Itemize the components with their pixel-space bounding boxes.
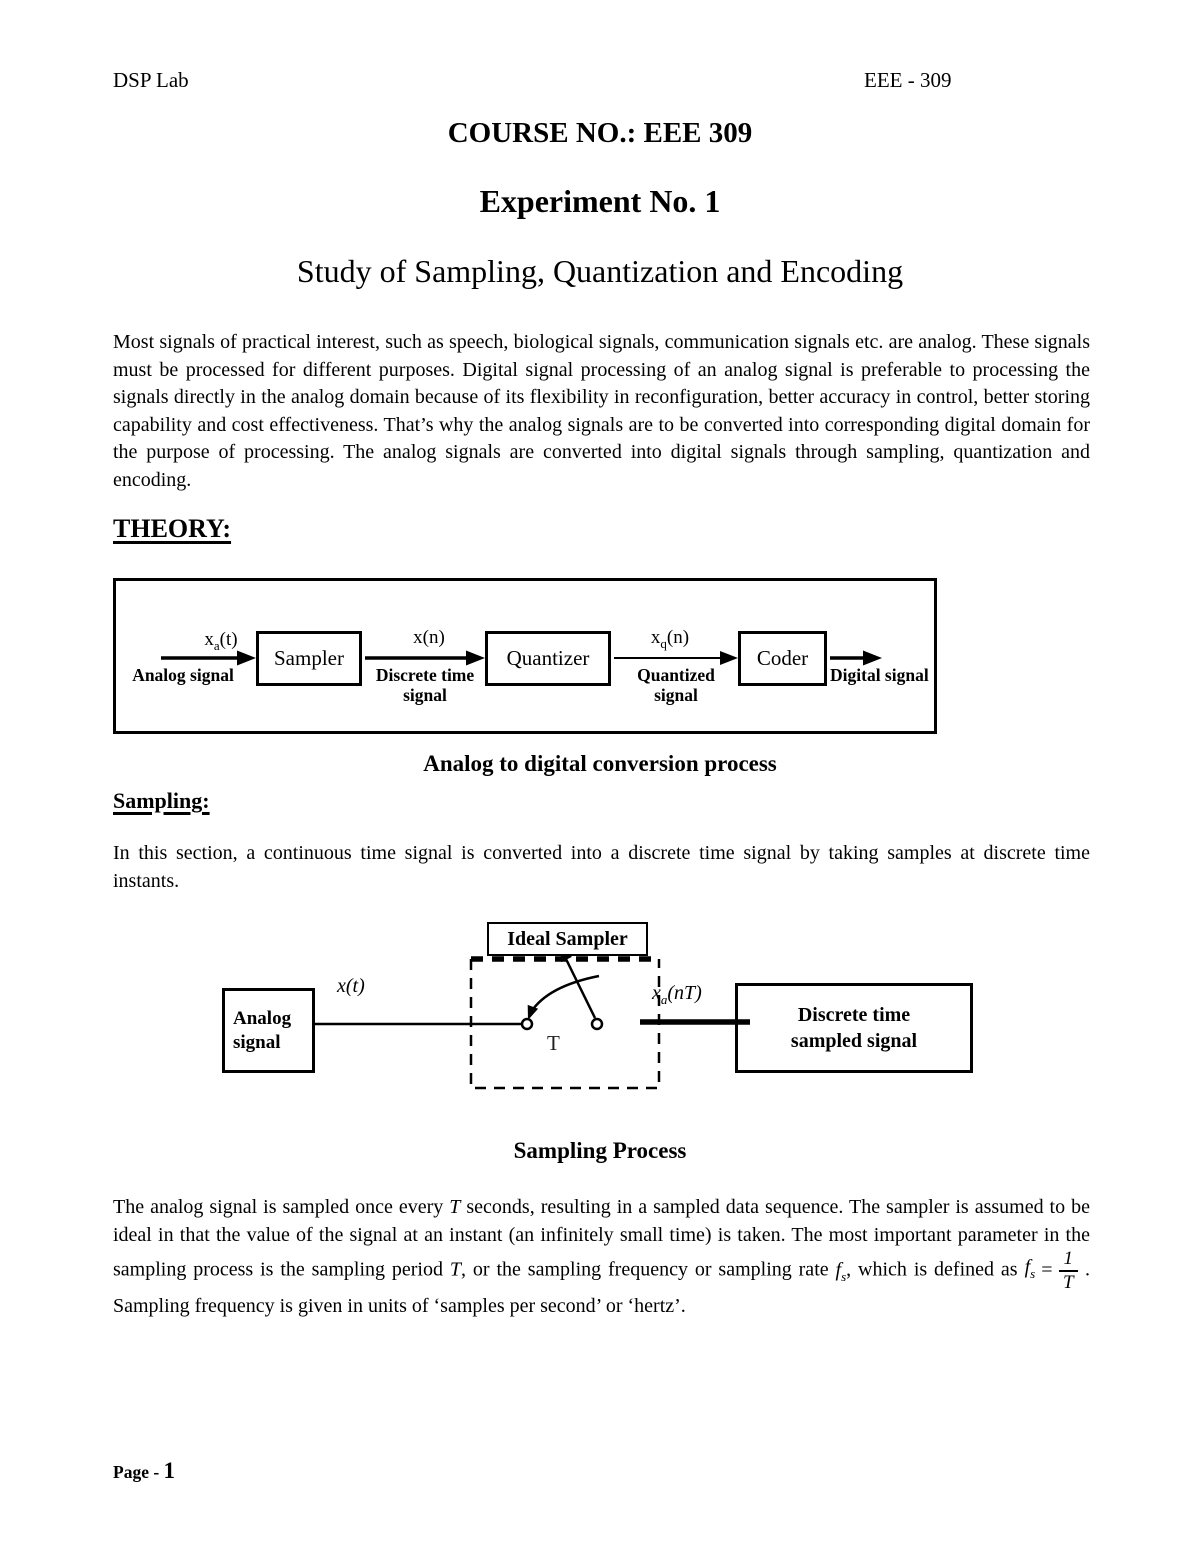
intro-paragraph: Most signals of practical interest, such… <box>113 331 1090 491</box>
arrow-right-icon <box>365 650 485 666</box>
signal-label-x-n: x(n) <box>413 627 445 648</box>
sampling-period-label: T <box>547 1031 560 1055</box>
discrete-time-box: Discrete time sampled signal <box>735 983 973 1073</box>
page-footer: Page - 1 <box>113 1458 176 1483</box>
analog-signal-caption: Analog signal <box>132 665 234 685</box>
sampling-heading: Sampling: <box>113 788 210 813</box>
theory-heading: THEORY: <box>113 514 232 543</box>
header-left: DSP Lab <box>113 68 189 92</box>
coder-block: Coder <box>738 631 827 686</box>
adc-diagram-caption: Analog to digital conversion process <box>423 751 777 776</box>
arrow-right-icon <box>830 650 882 666</box>
signal-label-xa-t: xa(t) <box>204 629 238 653</box>
sampling-process-caption: Sampling Process <box>513 1138 687 1163</box>
sampling-paragraph: In this section, a continuous time signa… <box>113 842 1090 892</box>
dashed-box <box>469 959 661 1090</box>
course-title: COURSE NO.: EEE 309 <box>447 117 753 149</box>
fs-symbol: fs <box>835 1258 847 1284</box>
ideal-sampler-diagram: Analog signal x(t) Ideal Sampler T xa(nT… <box>0 918 1200 1108</box>
ideal-sampler-box: Ideal Sampler <box>487 922 648 956</box>
switch-icon <box>520 946 604 1031</box>
experiment-title: Experiment No. 1 <box>479 183 721 219</box>
document-subtitle: Study of Sampling, Quantization and Enco… <box>296 253 904 289</box>
sampler-block: Sampler <box>256 631 362 686</box>
output-signal-label: xa(nT) <box>652 982 702 1007</box>
quantizer-block: Quantizer <box>485 631 611 686</box>
digital-signal-caption: Digital signal <box>830 665 929 685</box>
sampling-process-paragraph: The analog signal is sampled once every … <box>113 1196 1090 1317</box>
signal-label-xq-n: xq(n) <box>650 627 690 651</box>
arrow-right-icon <box>614 651 738 665</box>
input-signal-label: x(t) <box>337 975 365 997</box>
adc-block-diagram: Sampler Quantizer Coder xa(t) x(n) xq(n)… <box>113 578 937 734</box>
analog-signal-box: Analog signal <box>222 988 315 1073</box>
header-right: EEE - 309 <box>864 68 952 92</box>
